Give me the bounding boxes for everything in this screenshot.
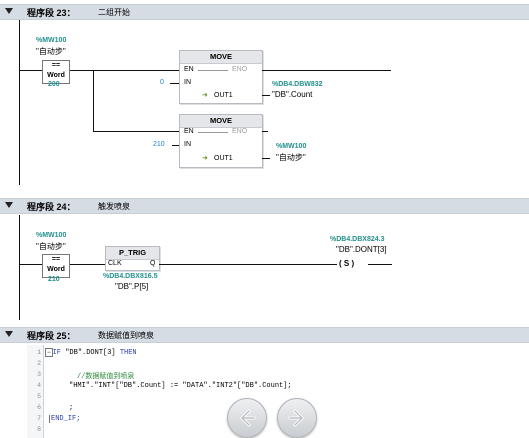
move-block-1[interactable]: MOVE — [179, 50, 263, 104]
compare-symbol: "自动步" — [36, 242, 66, 251]
compare-operator: == — [51, 62, 61, 69]
move-2-in-value: 210 — [153, 141, 165, 148]
compare-value: 210 — [48, 276, 60, 283]
move-2-out-line — [262, 158, 270, 159]
move-1-out-pin: OUT1 — [214, 92, 233, 99]
move-1-in-value: 0 — [160, 79, 164, 86]
compare-type: Word — [47, 266, 65, 273]
segment-24-header[interactable]: 程序段 24： 触发喷泉 — [0, 198, 529, 214]
ptrig-clk-pin: CLK — [108, 260, 122, 267]
line-number: 2 — [37, 360, 41, 367]
segment-25-comment: 数据赋值到喷泉 — [98, 331, 154, 340]
back-arrow-icon — [240, 409, 256, 427]
segment-23-comment: 二组开始 — [98, 8, 130, 17]
code-comment: //数据赋值到喷泉 — [77, 373, 135, 381]
move-2-internal-line — [198, 132, 228, 133]
ptrig-block[interactable]: P_TRIG — [105, 246, 160, 271]
power-rail — [19, 20, 20, 185]
collapse-triangle-icon[interactable] — [5, 8, 13, 14]
move-1-out-address: %DB4.DBW832 — [272, 81, 323, 88]
forward-arrow-icon — [288, 409, 304, 427]
coil-address: %DB4.DBX824.3 — [330, 236, 385, 243]
move-2-arrow-icon: ➜ — [202, 155, 208, 162]
coil-out-line — [368, 264, 392, 265]
branch-rung-line — [93, 131, 179, 132]
move-1-internal-line — [198, 70, 228, 71]
back-button[interactable] — [227, 398, 267, 438]
compare-symbol: "自动步" — [36, 47, 66, 56]
ptrig-title: P_TRIG — [106, 247, 159, 260]
move-1-in-line — [170, 83, 179, 84]
line-number: 3 — [37, 371, 41, 378]
set-coil[interactable]: ( S ) — [339, 259, 355, 268]
compare-address: %MW100 — [36, 232, 67, 239]
move-block-2[interactable]: MOVE — [179, 114, 263, 168]
move-1-in-pin: IN — [184, 79, 191, 86]
line-number: 5 — [37, 393, 41, 400]
move-2-out-address: %MW100 — [276, 143, 307, 150]
ptrig-address: %DB4.DBX816.5 — [103, 273, 158, 280]
code-assignment: "HMI"."INT"["DB".Count] := "DATA"."INT2"… — [69, 382, 292, 390]
if-condition: "DB".DONT[3] — [61, 349, 120, 357]
collapse-triangle-icon[interactable] — [5, 331, 13, 337]
line-number: 1 — [37, 349, 41, 356]
compare-address: %MW100 — [36, 37, 67, 44]
move-1-arrow-icon: ➜ — [202, 92, 208, 99]
fold-icon[interactable]: − — [45, 348, 53, 357]
move-1-en-pin: EN — [184, 66, 194, 73]
compare-value: 200 — [48, 81, 60, 88]
branch-line — [93, 70, 94, 132]
rung-line — [19, 70, 179, 71]
segment-24-label: 程序段 24： — [27, 202, 76, 212]
collapse-triangle-icon[interactable] — [5, 202, 13, 208]
move-2-eno-pin: ENO — [232, 128, 248, 135]
move-1-title: MOVE — [180, 51, 262, 64]
power-rail — [19, 215, 20, 320]
rung-line-to-coil — [159, 264, 337, 265]
ptrig-q-pin: Q — [150, 260, 156, 267]
move-2-eno-line — [262, 131, 268, 132]
move-2-out-pin: OUT1 — [214, 155, 233, 162]
line-number: 6 — [37, 404, 41, 411]
line-number: 8 — [37, 426, 41, 433]
move-2-in-line — [172, 145, 179, 146]
keyword-then: THEN — [119, 349, 137, 357]
segment-25-header[interactable]: 程序段 25： 数据赋值到喷泉 — [0, 327, 529, 343]
ptrig-symbol: "DB".P[5] — [115, 282, 149, 291]
move-2-en-pin: EN — [184, 128, 194, 135]
line-number: 4 — [37, 382, 41, 389]
move-2-title: MOVE — [180, 115, 262, 128]
segment-25-label: 程序段 25： — [27, 331, 76, 341]
move-2-in-pin: IN — [184, 141, 191, 148]
move-1-eno-pin: ENO — [232, 66, 248, 73]
compare-type: Word — [47, 72, 65, 79]
keyword-if: IF — [52, 349, 62, 357]
coil-symbol: "DB".DONT[3] — [336, 245, 387, 254]
forward-button[interactable] — [277, 398, 317, 438]
segment-23-label: 程序段 23： — [27, 8, 76, 18]
code-empty-statement: ; — [69, 404, 74, 412]
move-1-out-line — [262, 95, 270, 96]
keyword-end-if: END_IF; — [49, 415, 81, 423]
compare-contact[interactable]: == Word — [42, 60, 70, 84]
move-1-out-symbol: "DB".Count — [272, 90, 313, 99]
line-number: 7 — [37, 415, 41, 422]
segment-24-comment: 触发喷泉 — [98, 202, 130, 211]
compare-contact[interactable]: == Word — [42, 254, 70, 278]
move-1-eno-line — [262, 70, 391, 71]
line-number-gutter — [27, 345, 44, 438]
code-line-1: −IF "DB".DONT[3] THEN — [45, 348, 137, 357]
move-2-out-symbol: "自动步" — [276, 153, 306, 162]
compare-operator: == — [51, 256, 61, 263]
segment-23-header[interactable]: 程序段 23： 二组开始 — [0, 4, 529, 20]
